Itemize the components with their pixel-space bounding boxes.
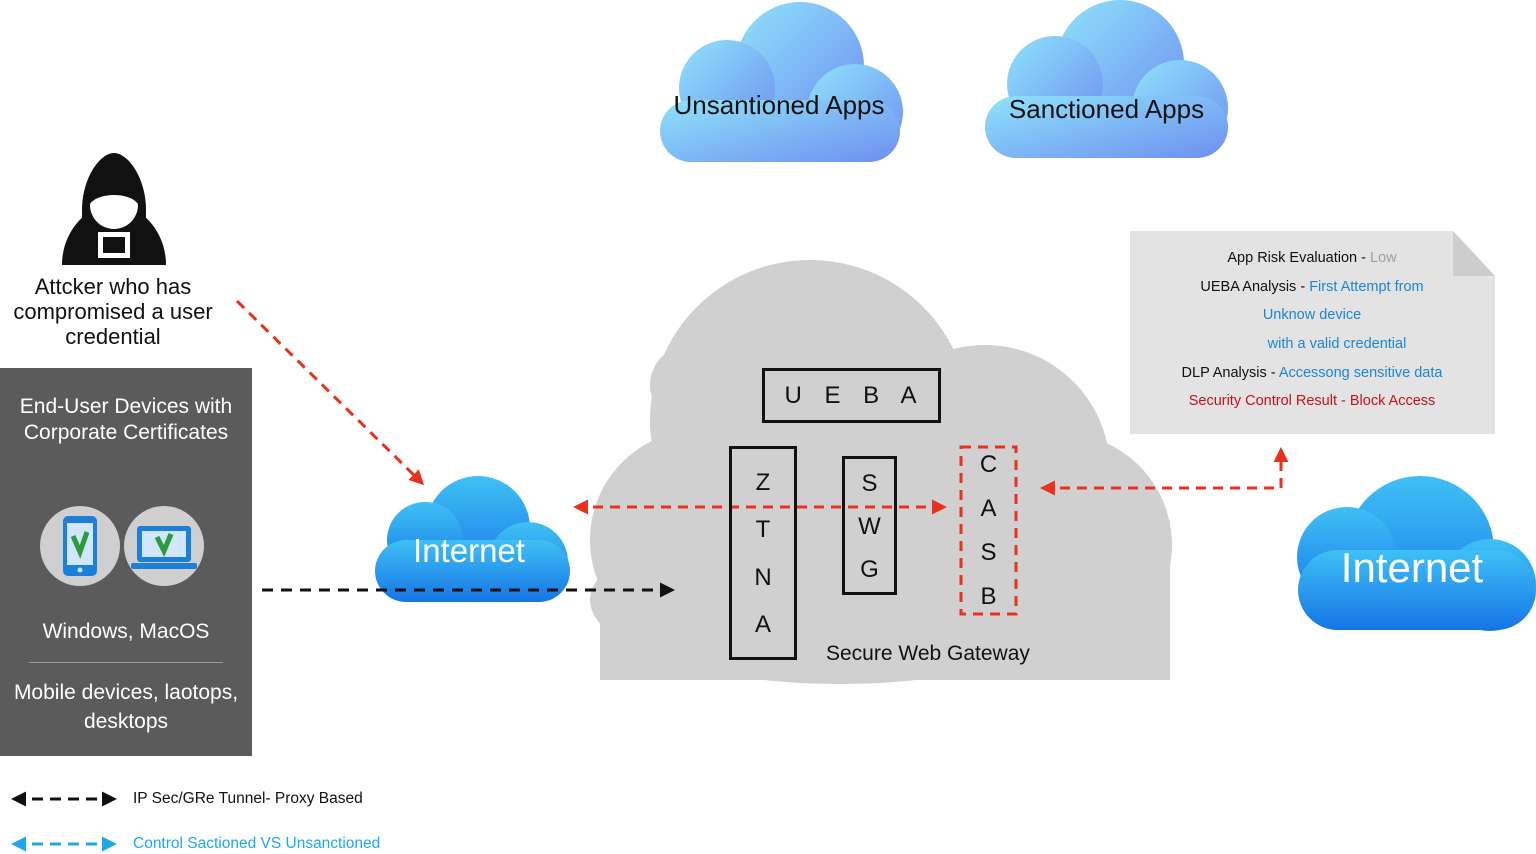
casb-box [959, 445, 1018, 616]
attack-arrow [235, 299, 425, 486]
devices-types-label: Mobile devices, laotops, desktops [13, 681, 239, 733]
laptop-icon [124, 506, 204, 586]
internet-left-label: Internet [413, 532, 525, 569]
ueba-label: U E B A [784, 381, 925, 409]
devices-os-label: Windows, MacOS [42, 620, 210, 643]
swg-letter: G [860, 555, 879, 583]
info-value: First Attempt from [1309, 279, 1424, 295]
info-label: UEBA Analysis - [1200, 279, 1310, 295]
info-line-credential: with a valid credential [1130, 336, 1494, 352]
end-user-devices-panel: End-User Devices with Corporate Certific… [0, 368, 252, 756]
casb-letter: B [980, 583, 997, 610]
ztna-box: Z T N A [729, 446, 797, 660]
info-label: DLP Analysis - [1181, 365, 1279, 381]
info-line-device: Unknow device [1130, 307, 1494, 323]
info-line-dlp: DLP Analysis - Accessong sensitive data [1130, 365, 1494, 381]
info-panel-bg [1130, 231, 1495, 434]
internet-cloud-left [375, 476, 570, 602]
sanctioned-apps-label: Sanctioned Apps [1008, 94, 1205, 124]
ztna-letter: A [754, 611, 771, 639]
legend-tunnel-label: IP Sec/GRe Tunnel- Proxy Based [133, 790, 363, 807]
info-label: Security Control Result - [1188, 393, 1350, 409]
casb-letter: A [980, 495, 997, 522]
secure-web-gateway-cloud [590, 260, 1172, 684]
info-line-ueba: UEBA Analysis - First Attempt from [1130, 279, 1494, 295]
attacker-label: Attcker who has compromised a user crede… [13, 274, 213, 349]
ztna-letter: N [754, 563, 772, 591]
casb-info-arrow [1040, 447, 1289, 496]
unsanctioned-apps-label: Unsantioned Apps [673, 90, 885, 120]
info-panel-fold [1453, 231, 1495, 276]
casb-letter: S [980, 539, 997, 566]
mobile-phone-icon [40, 506, 120, 586]
info-label: App Risk Evaluation - [1227, 250, 1371, 266]
info-value: Accessong sensitive data [1278, 365, 1443, 381]
sanctioned-apps-cloud [985, 0, 1228, 158]
info-line-result: Security Control Result - Block Access [1130, 393, 1494, 409]
unsanctioned-apps-cloud [660, 2, 903, 162]
ueba-box: U E B A [762, 368, 941, 423]
info-line-risk: App Risk Evaluation - Low [1130, 250, 1494, 266]
devices-panel-title: End-User Devices with Corporate Certific… [19, 395, 233, 444]
ztna-letter: T [755, 516, 771, 544]
info-value: Unknow device [1262, 307, 1362, 323]
legend-control-label: Control Sactioned VS Unsanctioned [133, 835, 381, 852]
devices-panel-divider [29, 662, 223, 663]
swg-box: S W G [842, 456, 897, 595]
hooded-attacker-icon [62, 153, 166, 265]
casb-letter: C [979, 451, 998, 478]
ztna-letter: Z [755, 468, 771, 496]
info-value: with a valid credential [1267, 336, 1407, 352]
gateway-label: Secure Web Gateway [826, 642, 1030, 665]
swg-letter: S [861, 470, 878, 498]
swg-letter: W [858, 512, 881, 540]
casb-letters: C A S B [961, 443, 1016, 619]
info-value: Block Access [1349, 393, 1436, 409]
internet-right-label: Internet [1340, 544, 1484, 591]
info-value: Low [1370, 250, 1397, 266]
internet-cloud-right [1297, 476, 1536, 631]
